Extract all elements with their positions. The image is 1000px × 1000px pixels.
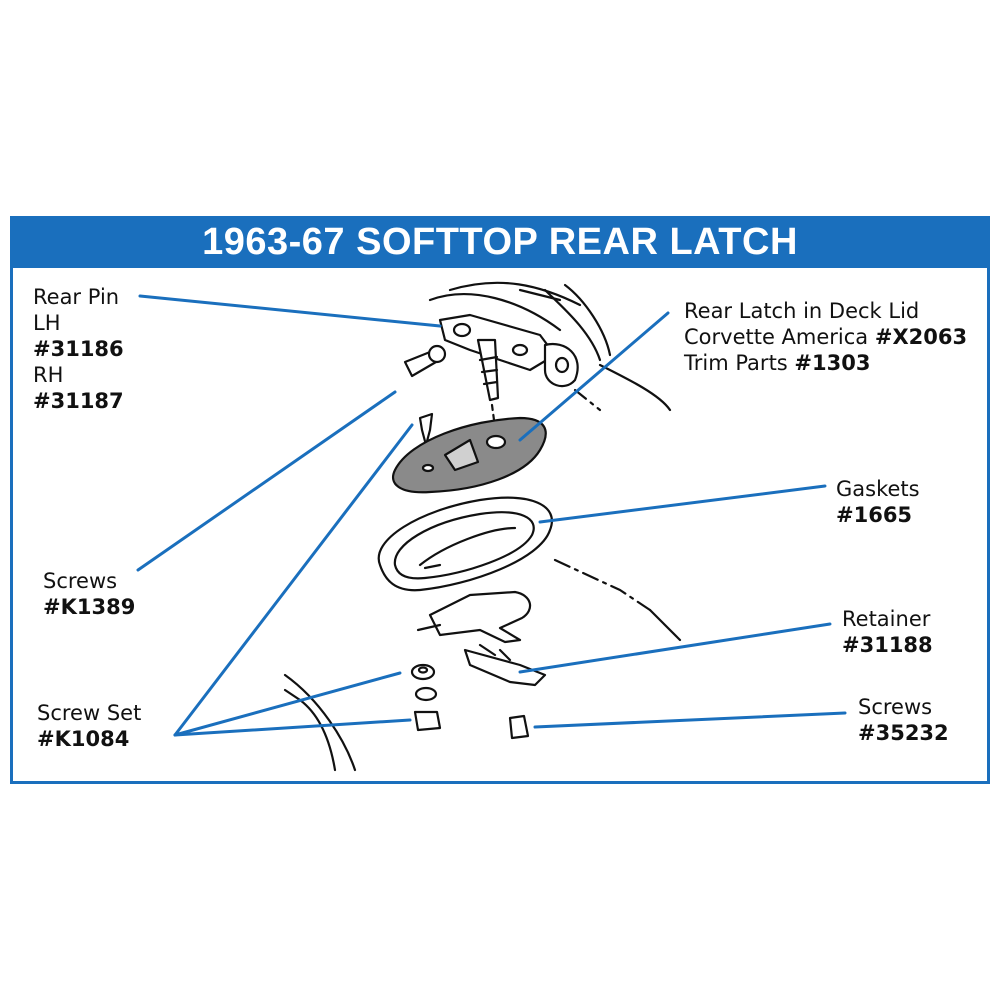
callout-gaskets: Gaskets #1665 xyxy=(836,476,920,528)
rear-latch-name: Rear Latch in Deck Lid xyxy=(684,299,920,323)
rear-latch-line3: Trim Parts #1303 xyxy=(684,350,967,376)
rear-latch-supplier-2: Trim Parts xyxy=(684,351,795,375)
rear-pin-name: Rear Pin xyxy=(33,285,120,309)
diagram-title: 1963-67 SOFTTOP REAR LATCH xyxy=(10,216,990,268)
screws-right-part: #35232 xyxy=(858,721,949,745)
callout-screws-right: Screws #35232 xyxy=(858,694,949,746)
rear-pin-rh-label: RH xyxy=(33,363,64,387)
rear-latch-line2: Corvette America #X2063 xyxy=(684,324,967,350)
rear-latch-part-2: #1303 xyxy=(794,351,871,375)
gaskets-part: #1665 xyxy=(836,503,913,527)
screws-left-part: #K1389 xyxy=(43,595,136,619)
screw-set-part: #K1084 xyxy=(37,727,130,751)
callout-retainer: Retainer #31188 xyxy=(842,606,933,658)
screws-right-name: Screws xyxy=(858,695,933,719)
rear-pin-lh-part: #31186 xyxy=(33,337,124,361)
rear-pin-rh-part: #31187 xyxy=(33,389,124,413)
callout-screw-set: Screw Set #K1084 xyxy=(37,700,141,752)
callout-rear-latch: Rear Latch in Deck Lid Corvette America … xyxy=(684,298,967,376)
rear-latch-part-1: #X2063 xyxy=(874,325,968,349)
callout-rear-pin: Rear Pin LH #31186 RH #31187 xyxy=(33,284,124,414)
retainer-part: #31188 xyxy=(842,633,933,657)
screws-left-name: Screws xyxy=(43,569,118,593)
retainer-name: Retainer xyxy=(842,607,931,631)
gaskets-name: Gaskets xyxy=(836,477,920,501)
callout-screws-left: Screws #K1389 xyxy=(43,568,135,620)
rear-pin-lh-label: LH xyxy=(33,311,61,335)
screw-set-name: Screw Set xyxy=(37,701,142,725)
rear-latch-supplier-1: Corvette America xyxy=(684,325,875,349)
